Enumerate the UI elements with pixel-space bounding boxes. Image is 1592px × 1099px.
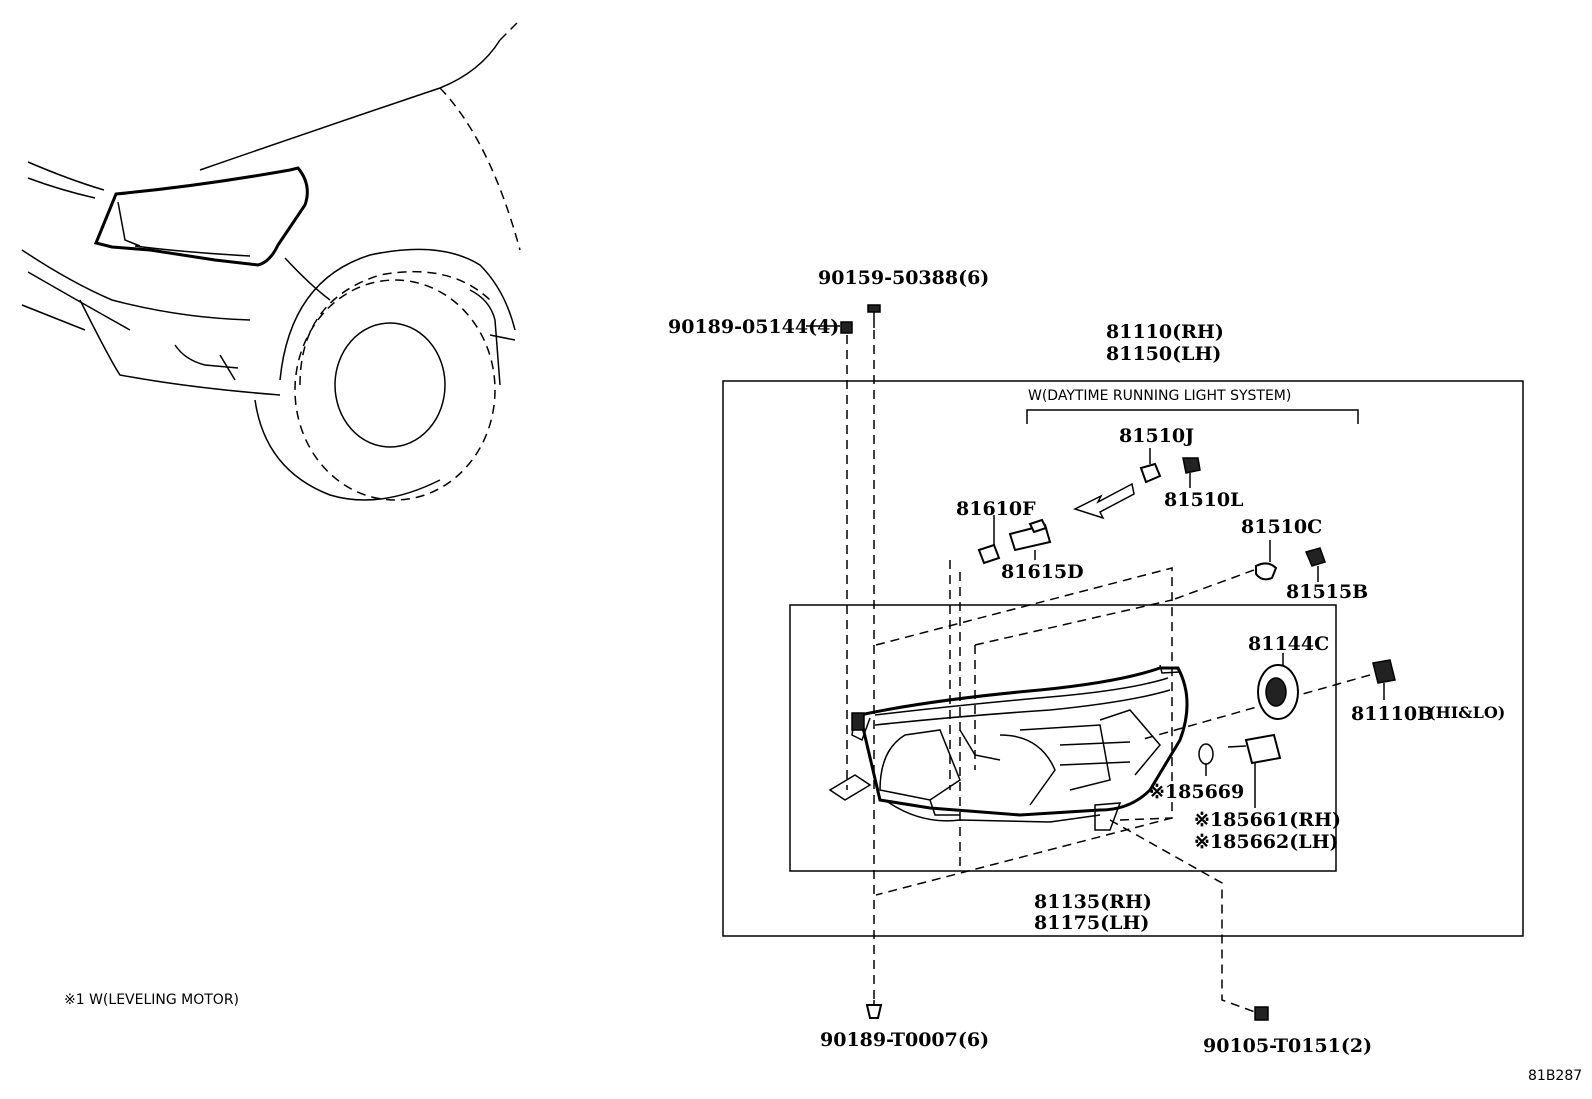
label-81510L: 81510L: [1164, 489, 1243, 511]
headlamp-unit: [828, 664, 1189, 831]
label-81150-lh: 81150(LH): [1106, 343, 1221, 365]
nut-90189-05144: [806, 321, 853, 334]
label-81135-rh: 81135(RH): [1034, 891, 1152, 913]
figure-id: 81B287: [1528, 1068, 1582, 1084]
label-85661-rh: ※185661(RH): [1194, 809, 1341, 831]
install-direction-arrow: [1073, 482, 1135, 520]
label-81510J: 81510J: [1119, 425, 1194, 447]
leveling-motor-note: ※1 W(LEVELING MOTOR): [64, 992, 239, 1008]
bulb-81510C: [1255, 540, 1278, 581]
vehicle-front-illustration: [21, 19, 521, 501]
label-81144C: 81144C: [1248, 633, 1329, 655]
socket-81515B: [1304, 547, 1326, 582]
drl-system-bracket: [1026, 409, 1359, 424]
screw-leader: [1109, 819, 1256, 1013]
lamp-unit-frame: [789, 604, 1337, 872]
label-81510C: 81510C: [1241, 516, 1322, 538]
label-90159-50388: 90159-50388(6): [818, 267, 989, 289]
label-81610F: 81610F: [956, 498, 1036, 520]
label-85662-lh: ※185662(LH): [1194, 831, 1339, 853]
bolt-90159: [867, 304, 881, 328]
label-81110-rh: 81110(RH): [1106, 321, 1224, 343]
label-90105-T0151: 90105-T0151(2): [1203, 1035, 1372, 1057]
label-90189-05144: 90189-05144(4): [668, 316, 839, 338]
socket-81615D: [1008, 518, 1052, 560]
cover-81144C: [1257, 653, 1299, 720]
leveling-motor-85661: [1227, 733, 1282, 808]
assembly-frame: [722, 380, 1524, 937]
label-hi-lo: (HI&LO): [1428, 703, 1505, 722]
car-headlamp-outline: [93, 166, 309, 267]
label-81615D: 81615D: [1001, 561, 1084, 583]
label-85669: ※185669: [1149, 781, 1244, 803]
socket-81510L: [1182, 457, 1201, 488]
label-81515B: 81515B: [1286, 581, 1368, 603]
label-90189-T0007: 90189-T0007(6): [820, 1029, 989, 1051]
bolt-90189-T0007: [865, 1000, 883, 1019]
oring-85669: [1198, 743, 1214, 776]
label-81175-lh: 81175(LH): [1034, 912, 1149, 934]
bulb-81110B: [1372, 659, 1396, 700]
label-81110B: 81110B: [1351, 703, 1433, 725]
bulb-81610F: [977, 515, 1001, 565]
screw-90105: [1254, 1006, 1269, 1021]
drl-system-label: W(DAYTIME RUNNING LIGHT SYSTEM): [1028, 388, 1291, 404]
bulb-81510J: [1139, 448, 1162, 484]
